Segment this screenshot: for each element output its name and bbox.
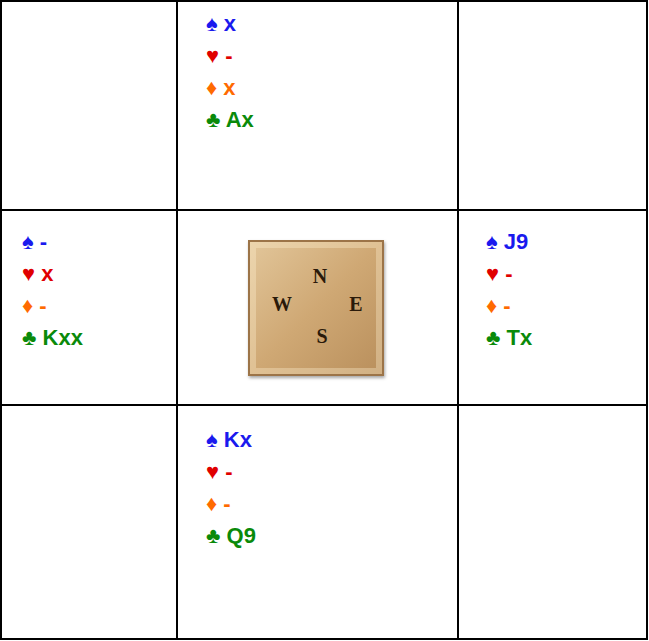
- suit-holding: ♦ x: [206, 72, 254, 104]
- suit-holding: ♥ -: [206, 40, 254, 72]
- suit-holding: ♠ J9: [486, 226, 532, 258]
- grid-line: [1, 404, 647, 406]
- compass-letter: N: [313, 266, 327, 286]
- compass-letter: S: [316, 326, 327, 346]
- suit-holding: ♦ -: [486, 290, 532, 322]
- suit-holding: ♥ x: [22, 258, 83, 290]
- compass-box: N W E S: [248, 240, 384, 376]
- suit-holding: ♠ -: [22, 226, 83, 258]
- suit-holding: ♣ Kxx: [22, 322, 83, 354]
- grid-line: [176, 1, 178, 639]
- suit-holding: ♦ -: [206, 488, 256, 520]
- suit-holding: ♥ -: [486, 258, 532, 290]
- grid-line: [457, 1, 459, 639]
- compass-letter: W: [272, 294, 292, 314]
- suit-holding: ♠ x: [206, 8, 254, 40]
- suit-holding: ♥ -: [206, 456, 256, 488]
- suit-holding: ♣ Tx: [486, 322, 532, 354]
- east-hand: ♠ J9♥ -♦ -♣ Tx: [486, 226, 532, 354]
- compass-letter: E: [349, 294, 362, 314]
- suit-holding: ♣ Ax: [206, 104, 254, 136]
- suit-holding: ♦ -: [22, 290, 83, 322]
- north-hand: ♠ x♥ -♦ x♣ Ax: [206, 8, 254, 136]
- west-hand: ♠ -♥ x♦ -♣ Kxx: [22, 226, 83, 354]
- grid-line: [1, 209, 647, 211]
- suit-holding: ♠ Kx: [206, 424, 256, 456]
- south-hand: ♠ Kx♥ -♦ -♣ Q9: [206, 424, 256, 552]
- suit-holding: ♣ Q9: [206, 520, 256, 552]
